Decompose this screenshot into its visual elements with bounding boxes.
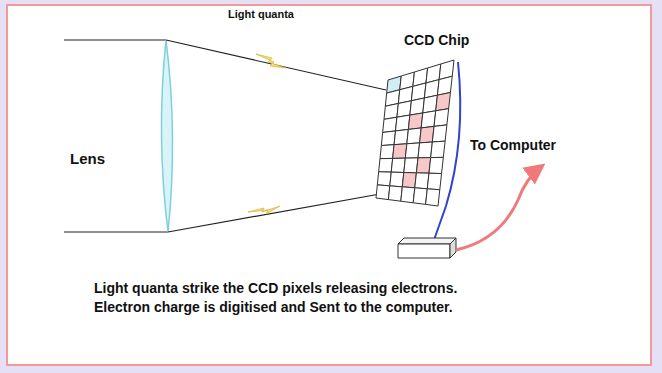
- ccd-pixel: [381, 131, 395, 146]
- ccd-pixel: [416, 158, 430, 174]
- ccd-pixel: [390, 172, 404, 187]
- digitiser-box: [398, 244, 450, 258]
- ccd-pixel: [427, 173, 441, 190]
- label-text: Light quanta: [228, 8, 294, 20]
- part-label: To Computer: [470, 137, 556, 153]
- ccd-pixel: [393, 144, 407, 159]
- ccd-pixel: [401, 187, 415, 203]
- ccd-pixel: [383, 117, 397, 132]
- converging-ray: [166, 40, 386, 90]
- output-arrow: [456, 166, 542, 250]
- ccd-pixel: [405, 143, 419, 158]
- ccd-pixel: [413, 188, 427, 205]
- ccd-pixel: [431, 141, 445, 157]
- ccd-pixel: [376, 185, 390, 200]
- ccd-pixel: [432, 125, 447, 142]
- ccd-pixel: [391, 158, 405, 172]
- ccd-pixel: [380, 145, 394, 159]
- lens-shape: [161, 40, 172, 232]
- ccd-pixel: [423, 95, 438, 113]
- part-label: Lens: [70, 150, 105, 167]
- light-quantum: [256, 54, 286, 68]
- ccd-pixel: [396, 115, 410, 131]
- ccd-pixel: [404, 158, 418, 173]
- ccd-chip: [376, 60, 454, 206]
- ccd-pixel: [421, 111, 436, 128]
- incoming-ray: [64, 231, 168, 232]
- ccd-pixel: [388, 186, 402, 201]
- ccd-pixel: [420, 126, 434, 142]
- ccd-pixel: [429, 157, 443, 173]
- ccd-pixel: [436, 92, 451, 110]
- ccd-pixel: [410, 98, 425, 115]
- caption-text: Light quanta strike the CCD pixels relea…: [94, 279, 466, 317]
- ccd-pixel: [394, 129, 408, 144]
- ccd-pixel: [434, 109, 449, 127]
- digitiser-box: [398, 238, 456, 244]
- ccd-pixel: [426, 189, 440, 206]
- ccd-pixel: [379, 158, 393, 172]
- ccd-pixel: [418, 142, 432, 158]
- output-wire: [434, 62, 460, 240]
- ccd-pixel: [407, 128, 421, 144]
- ccd-pixel: [402, 172, 416, 187]
- ccd-pixel: [415, 173, 429, 189]
- part-label: CCD Chip: [404, 32, 469, 48]
- converging-ray: [168, 194, 380, 232]
- light-quantum: [248, 206, 280, 214]
- ccd-pixel: [377, 172, 391, 186]
- ccd-pixel: [408, 113, 422, 129]
- digitiser-box: [450, 238, 456, 258]
- incoming-ray: [64, 39, 166, 40]
